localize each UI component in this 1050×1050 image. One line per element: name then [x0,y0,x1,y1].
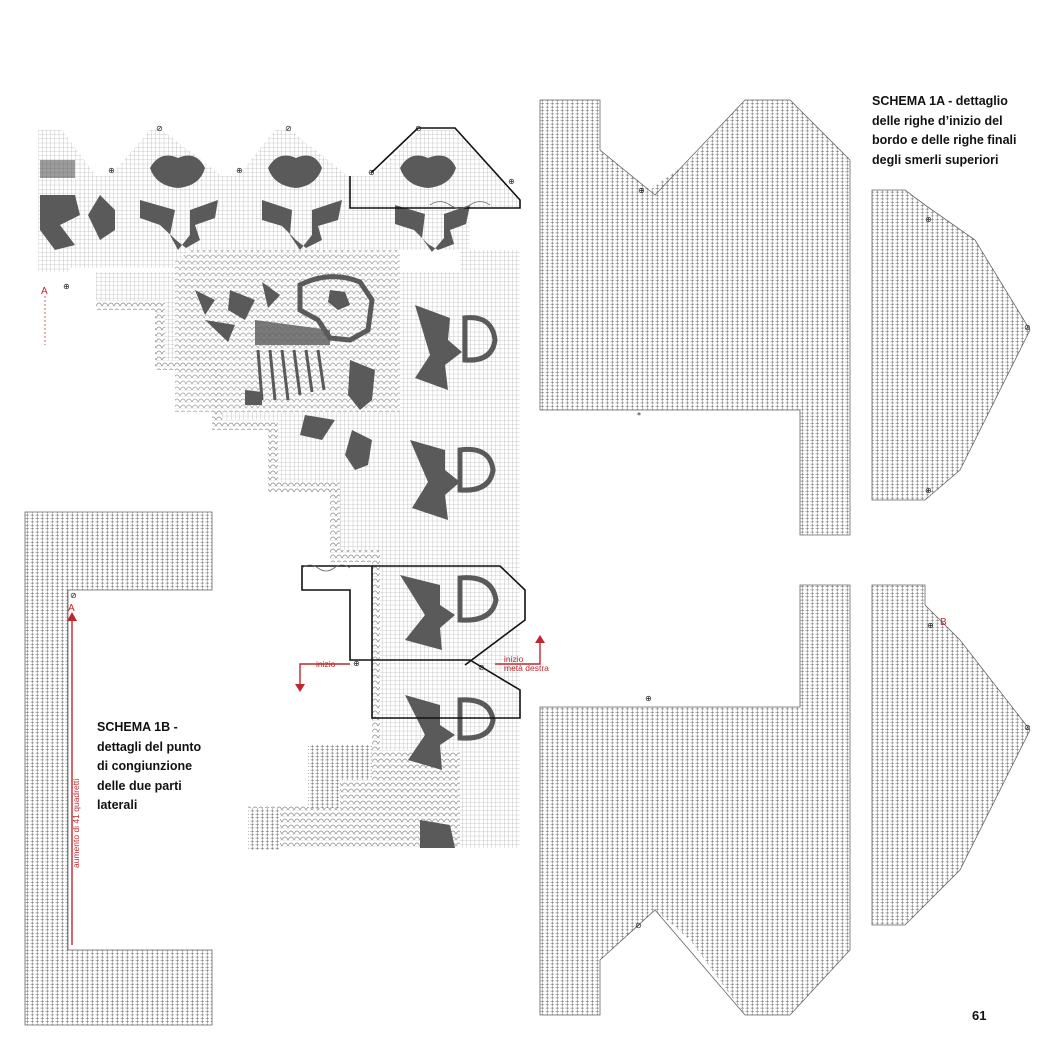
schema-1a-title-line4: degli smerli superiori [872,152,999,167]
svg-text:*: * [637,411,641,420]
svg-text:⊕: ⊕ [236,166,243,175]
page-number: 61 [972,1008,987,1023]
stitch-markers: ⊘ ⊘ ⊘ ⊕ ⊕ ⊕ ⊕ ⊕ ⊕ ⊘ [63,124,515,672]
main-pattern [38,127,526,850]
schema-1b-chart: ⊘ [24,511,213,1026]
svg-text:⊘: ⊘ [1024,323,1031,332]
marker-b: B [940,617,947,628]
svg-text:⊕: ⊕ [353,659,360,668]
flower-motif-row [40,155,470,252]
svg-text:⊕: ⊕ [645,694,652,703]
schema-1b-title-line4: delle due parti [97,778,182,793]
schema-1b-title-line1: SCHEMA 1B - [97,720,178,734]
schema-1b-title-line5: laterali [97,798,138,812]
svg-text:⊕: ⊕ [927,621,934,630]
svg-text:⊘: ⊘ [156,124,163,133]
svg-text:⊘: ⊘ [478,663,485,672]
marker-a-1b: A [68,603,75,614]
schema-1a-title: SCHEMA 1A - dettaglio delle righe d’iniz… [872,92,1016,170]
svg-text:⊕: ⊕ [508,177,515,186]
svg-text:⊕: ⊕ [108,166,115,175]
svg-text:⊕: ⊕ [925,215,932,224]
inizio-label: inizio [316,659,336,669]
svg-text:⊘: ⊘ [635,921,642,930]
edge-flower-motifs [400,305,499,848]
aumento-label: aumento di 41 quadretti [71,778,81,868]
inizio-meta-line1: inizio [504,654,524,664]
bird-branch-motif [195,274,375,470]
schema-1a-chart: * ⊕ ⊕ ⊕ ⊘ [539,99,1031,536]
svg-text:⊘: ⊘ [285,124,292,133]
svg-text:⊕: ⊕ [638,186,645,195]
schema-1a-title-line2: delle righe d’inizio del [872,113,1003,128]
schema-1a-title-line1: SCHEMA 1A - dettaglio [872,94,1008,108]
schema-1b-title: SCHEMA 1B - dettagli del punto di congiu… [97,718,201,816]
marker-a-main: A [41,286,48,297]
schema-1a-lower-chart: ⊕ ⊕ ⊘ ⊘ [539,584,1031,1016]
svg-text:⊕: ⊕ [368,168,375,177]
svg-text:⊕: ⊕ [63,282,70,291]
svg-text:⊘: ⊘ [70,591,77,600]
schema-1b-title-line2: dettagli del punto [97,739,202,754]
inizio-meta-destra-label: inizio metà destra [504,655,549,673]
svg-text:⊘: ⊘ [1024,723,1031,732]
inizio-meta-line2: metà destra [504,663,549,673]
svg-text:⊕: ⊕ [925,486,932,495]
schema-1b-title-line3: di congiunzione [97,759,193,773]
svg-text:⊘: ⊘ [415,124,422,133]
schema-1a-title-line3: bordo e delle righe finali [872,133,1017,147]
red-arrows [44,296,545,945]
